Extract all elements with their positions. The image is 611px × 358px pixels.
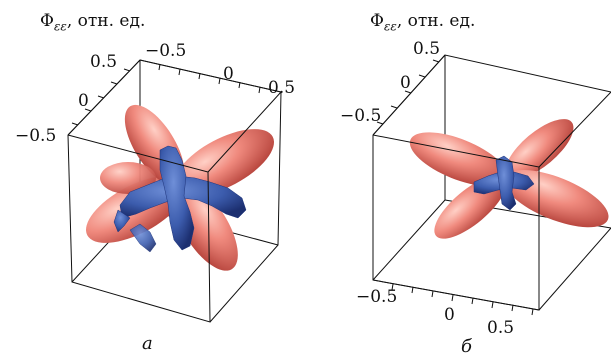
vtick-b-0: 0.5 [413,39,441,59]
axis-b-ticks [372,54,540,316]
wave-a [113,145,247,253]
bottick-b-0: −0.5 [356,287,398,307]
axis-label-b-units: , отн. ед. [396,11,476,31]
axis-label-a-subscript: εε [53,19,67,34]
vtick-a-1: 0 [78,91,89,111]
panel-a [67,59,282,323]
vtick-b-2: −0.5 [340,106,382,126]
axis-label-a-symbol: Φ [40,11,54,31]
axis-label-a-units: , отн. ед. [66,11,146,31]
axis-label-b-symbol: Φ [370,11,384,31]
panel-b [372,54,611,316]
toptick-a-1: 0 [223,64,234,84]
vtick-a-2: −0.5 [15,126,57,146]
toptick-a-2: 0.5 [268,78,296,98]
wave-b [473,155,535,211]
cube-a-front [67,91,282,323]
vtick-b-1: 0 [400,73,411,93]
toptick-a-0: −0.5 [145,41,187,61]
bottick-b-1: 0 [444,305,455,325]
vtick-a-0: 0.5 [90,52,118,72]
caption-a: а [142,333,153,354]
axis-label-a: Φεε, отн. ед. [40,11,146,34]
axis-label-b: Φεε, отн. ед. [370,11,476,34]
bottick-b-2: 0.5 [487,318,515,338]
caption-b: б [461,336,472,357]
axis-label-b-subscript: εε [383,19,397,34]
axis-a-ticks [67,59,282,136]
